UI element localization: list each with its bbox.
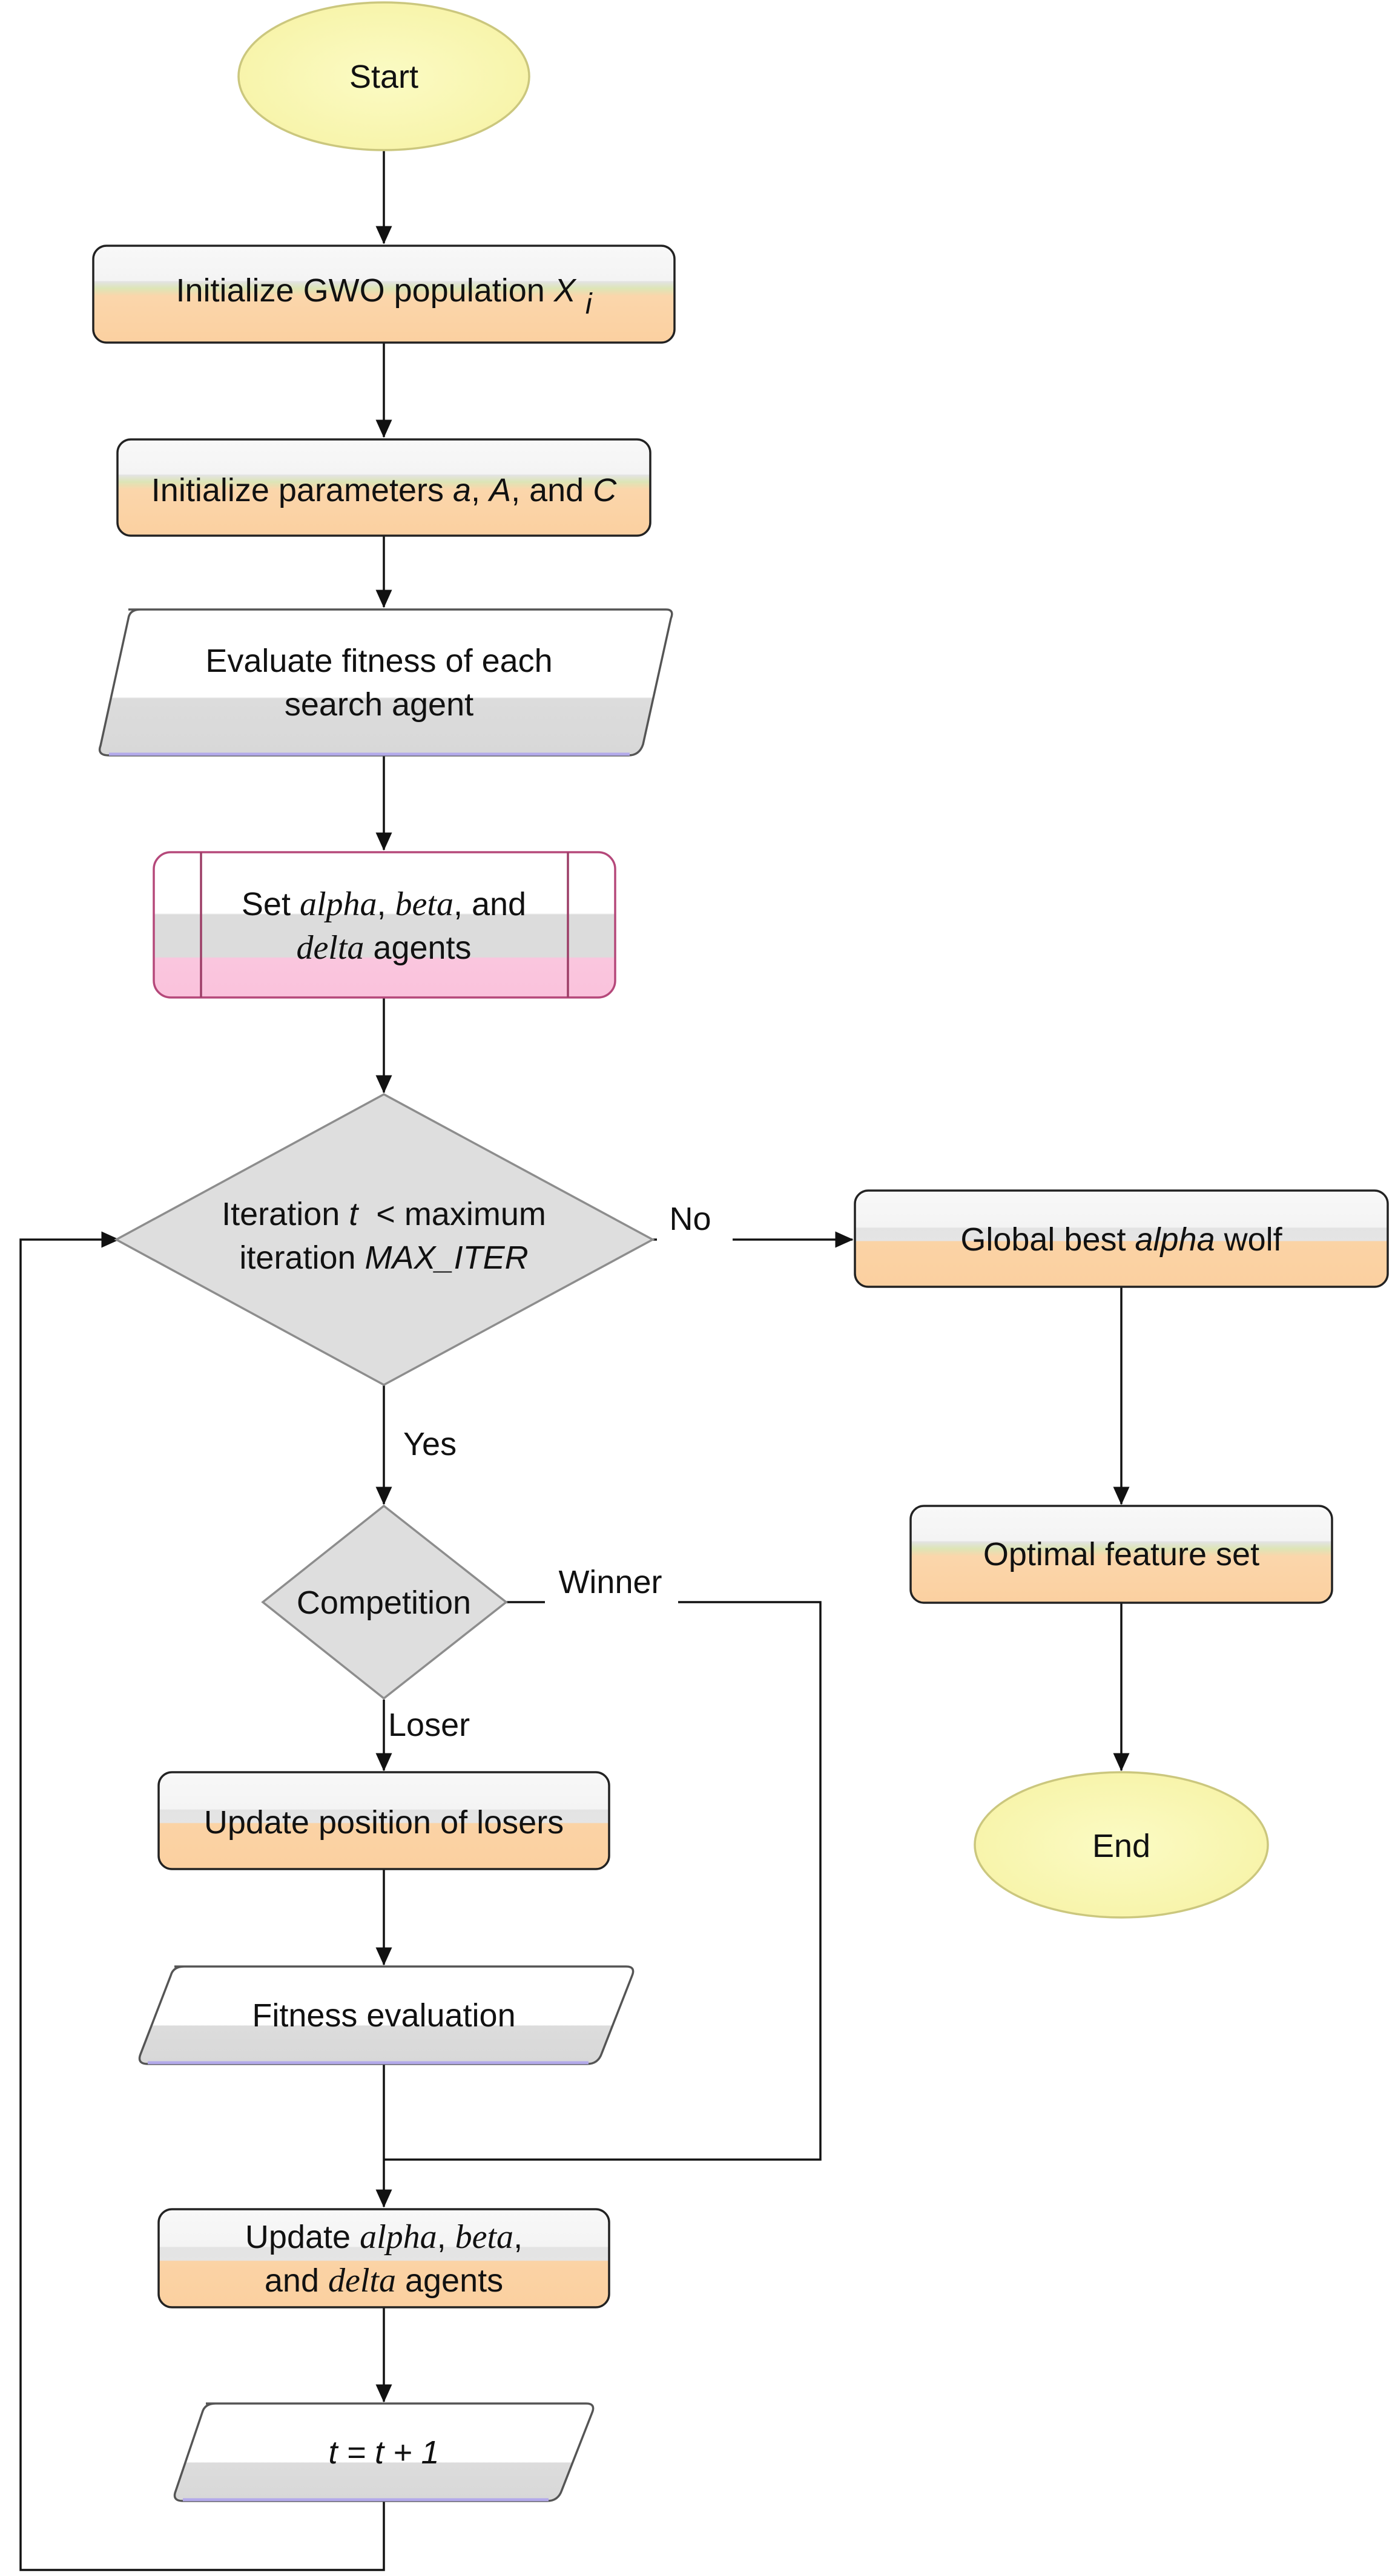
svg-text:Evaluate fitness of each: Evaluate fitness of each: [205, 643, 552, 679]
node-end: End: [974, 1771, 1269, 1919]
label-no: No: [669, 1201, 711, 1237]
svg-text:Update alpha, beta,: Update alpha, beta,: [245, 2218, 523, 2256]
label-yes: Yes: [403, 1426, 457, 1462]
svg-text:Fitness evaluation: Fitness evaluation: [252, 1997, 515, 2034]
svg-text:t = t + 1: t = t + 1: [328, 2434, 439, 2471]
node-start: Start: [237, 1, 530, 151]
svg-text:delta agents: delta agents: [296, 929, 471, 967]
label-loser: Loser: [388, 1707, 470, 1743]
node-global-best: Global best alpha wolf: [854, 1189, 1389, 1288]
node-evaluate-fitness: Evaluate fitness of each search agent: [98, 608, 673, 757]
node-update-losers: Update position of losers: [157, 1771, 610, 1870]
svg-text:iteration MAX_ITER: iteration MAX_ITER: [239, 1240, 528, 1276]
svg-text:Optimal feature set: Optimal feature set: [983, 1536, 1259, 1572]
svg-text:Iteration t < maximum: Iteration t < maximum: [222, 1196, 546, 1232]
svg-text:Start: Start: [349, 59, 418, 95]
node-init-params: Initialize parameters a, A, and C: [116, 438, 651, 537]
svg-text:Set alpha, beta, and: Set alpha, beta, and: [242, 886, 526, 923]
svg-text:Competition: Competition: [297, 1585, 471, 1621]
node-fitness-evaluation: Fitness evaluation: [138, 1965, 635, 2065]
svg-text:Update position of losers: Update position of losers: [204, 1804, 564, 1841]
edge-loop-back: [19, 1231, 385, 2571]
node-optimal-feature-set: Optimal feature set: [909, 1505, 1333, 1604]
svg-text:Initialize parameters a, A, an: Initialize parameters a, A, and C: [151, 472, 617, 508]
node-competition-decision: Competition: [261, 1504, 508, 1700]
svg-text:and delta agents: and delta agents: [265, 2262, 503, 2299]
svg-text:search agent: search agent: [285, 686, 473, 723]
node-set-agents: Set alpha, beta, and delta agents: [153, 851, 616, 999]
node-increment: t = t + 1: [173, 2402, 595, 2502]
svg-text:Initialize GWO population Xi: Initialize GWO population Xi: [176, 272, 593, 320]
node-update-agents: Update alpha, beta, and delta agents: [157, 2208, 610, 2308]
label-winner: Winner: [558, 1564, 662, 1600]
node-iteration-decision: Iteration t < maximum iteration MAX_ITER: [114, 1093, 655, 1386]
edge-competition-winner: [384, 1601, 822, 2161]
svg-text:Global best alpha wolf: Global best alpha wolf: [960, 1221, 1282, 1258]
svg-text:End: End: [1092, 1828, 1150, 1864]
